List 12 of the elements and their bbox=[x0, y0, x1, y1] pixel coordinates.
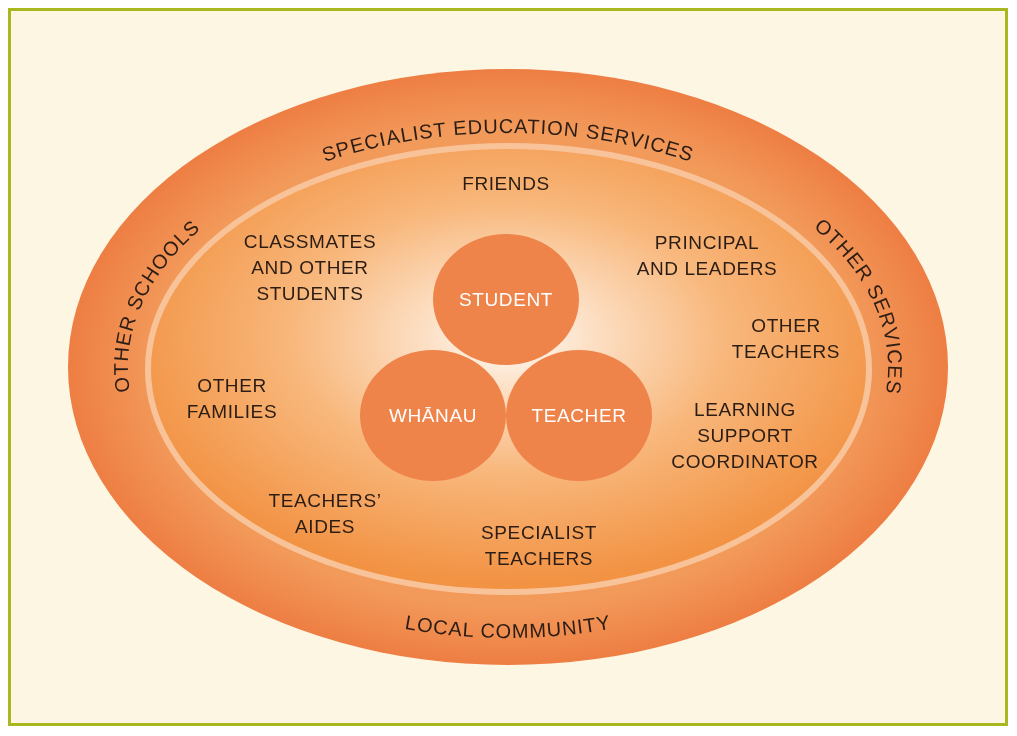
group-label: FRIENDS bbox=[462, 172, 550, 196]
group-label: CLASSMATES AND OTHER STUDENTS bbox=[242, 230, 378, 306]
group-label: OTHER FAMILIES bbox=[185, 374, 279, 424]
band-label: LOCAL COMMUNITY bbox=[403, 610, 613, 643]
group-label: OTHER TEACHERS bbox=[730, 314, 842, 364]
circle-label: TEACHER bbox=[531, 404, 627, 427]
group-label: TEACHERS’ AIDES bbox=[267, 489, 383, 539]
circle-label: STUDENT bbox=[459, 288, 553, 311]
circle-label: WHĀNAU bbox=[389, 404, 477, 427]
group-label: SPECIALIST TEACHERS bbox=[480, 521, 598, 571]
group-label: LEARNING SUPPORT COORDINATOR bbox=[670, 398, 820, 474]
group-label: PRINCIPAL AND LEADERS bbox=[635, 231, 779, 281]
